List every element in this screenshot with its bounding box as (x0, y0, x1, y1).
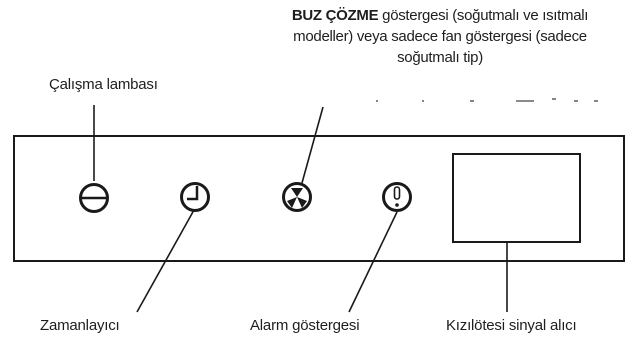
panel-outline (13, 135, 625, 262)
operation-lamp-icon (79, 183, 109, 213)
alarm-label: Alarm göstergesi (250, 317, 360, 334)
defrost-label-line2: modeller) veya sadece fan göstergesi (sa… (293, 28, 587, 45)
timer-label: Zamanlayıcı (40, 317, 120, 334)
timer-clock-icon (180, 182, 210, 212)
leader-defrost (301, 106, 324, 184)
defrost-indicator-label: BUZ ÇÖZME göstergesi (soğutmalı ve ısıtm… (248, 5, 632, 68)
leader-alarm (348, 211, 398, 313)
defrost-label-line1: BUZ ÇÖZME göstergesi (soğutmalı ve ısıtm… (291, 7, 589, 24)
alarm-exclamation-icon (382, 182, 412, 212)
defrost-label-line3: soğutmalı tip) (397, 49, 483, 66)
operation-lamp-label: Çalışma lambası (49, 76, 158, 93)
dashed-artefact (376, 98, 598, 102)
ir-receiver-label: Kızılötesi sinyal alıcı (446, 317, 577, 334)
leader-timer (136, 209, 195, 313)
defrost-fan-icon (282, 182, 312, 212)
ir-receiver-window (452, 153, 581, 243)
